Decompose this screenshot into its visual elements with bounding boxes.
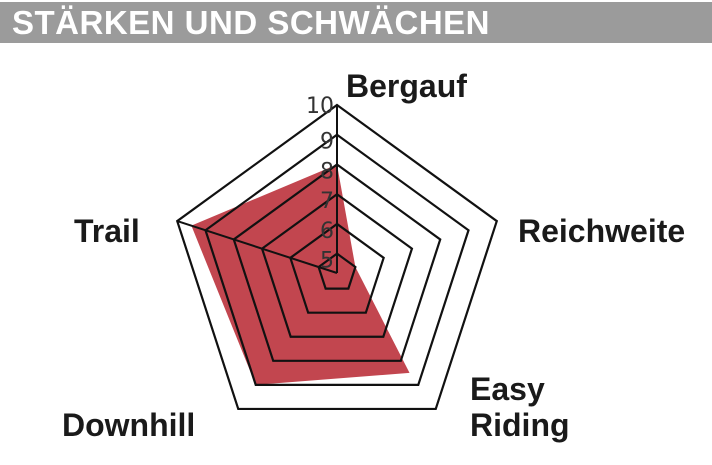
axis-label-easy-riding: Riding xyxy=(470,407,570,443)
axis-label-downhill: Downhill xyxy=(62,407,195,443)
tick-label-8: 8 xyxy=(320,159,334,184)
grid-ring-9 xyxy=(204,133,470,386)
title-banner: STÄRKEN UND SCHWÄCHEN xyxy=(0,2,712,43)
axis-label-bergauf: Bergauf xyxy=(346,68,467,104)
tick-label-7: 7 xyxy=(320,189,334,214)
axis-label-easy-riding: Easy xyxy=(470,371,545,407)
tick-label-10: 10 xyxy=(306,94,334,119)
data-area xyxy=(191,164,410,385)
axis-label-reichweite: Reichweite xyxy=(518,213,685,249)
tick-label-5: 5 xyxy=(320,249,334,274)
grid-ring-7 xyxy=(260,192,414,338)
tick-label-6: 6 xyxy=(320,219,334,244)
grid-ring-10 xyxy=(175,103,499,411)
grid-ring-5 xyxy=(317,252,357,290)
spoke-trail xyxy=(176,220,338,274)
chart-title: STÄRKEN UND SCHWÄCHEN xyxy=(12,4,490,41)
grid-ring-8 xyxy=(232,163,442,362)
tick-label-9: 9 xyxy=(320,130,334,155)
axis-label-trail: Trail xyxy=(74,213,140,249)
grid-ring-6 xyxy=(289,222,385,314)
